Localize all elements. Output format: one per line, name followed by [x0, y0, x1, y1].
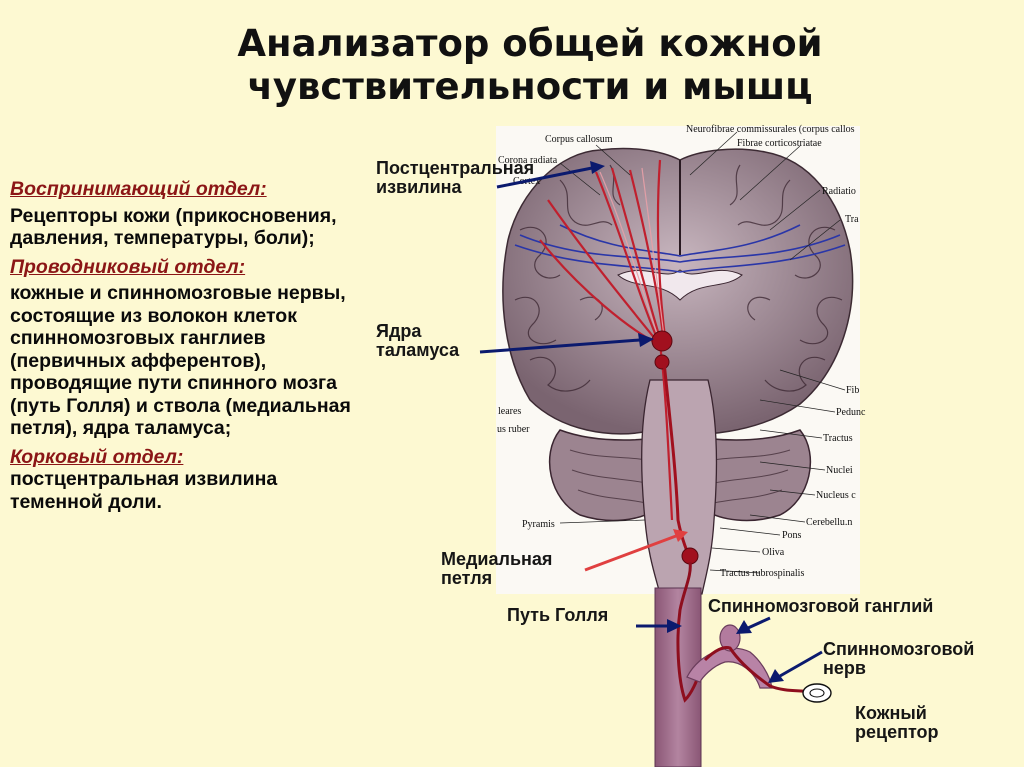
- label-skin-receptor: Кожный рецептор: [855, 703, 939, 742]
- plate-label-pyramis: Pyramis: [522, 519, 555, 530]
- plate-label-cerebellum: Cerebellu.n: [806, 517, 852, 528]
- section-heading-cortical: Корковый отдел:: [10, 445, 184, 468]
- label-spinal-ganglion: Спинномозговой ганглий: [708, 596, 934, 616]
- spinal-nerve-fibre: [703, 646, 813, 694]
- plate-label-pedunc: Pedunc: [836, 407, 866, 418]
- label-goll-pathway: Путь Голля: [507, 605, 609, 625]
- arrow-medial-lemniscus: [584, 529, 688, 572]
- gracile-nucleus: [681, 547, 699, 565]
- plate-label-nuclei: Nuclei: [826, 465, 853, 476]
- section-text-receptive: Рецепторы кожи (прикосновения, давления,…: [10, 204, 337, 250]
- label-thalamus-nuclei: Ядра таламуса: [376, 321, 460, 360]
- section-heading-conductive: Проводниковый отдел:: [10, 255, 246, 278]
- skin-receptor-icon: [802, 683, 832, 703]
- plate-label-nucleus: Nucleus c: [816, 490, 856, 501]
- plate-label-radiatio: Radiatio: [822, 186, 856, 197]
- label-postcentral-gyrus: Постцентральная извилина: [376, 158, 535, 197]
- plate-label-pons: Pons: [782, 530, 802, 541]
- plate-label-fib: Fib: [846, 385, 859, 396]
- arrow-ganglion: [747, 616, 771, 630]
- plate-label-leares: leares: [498, 406, 521, 417]
- section-text-cortical: постцентральная извилина теменной доли.: [10, 468, 278, 513]
- page-title: Анализатор общей кожной чувствительности…: [150, 22, 910, 108]
- gyri-texture: [514, 164, 843, 392]
- callout-arrows: [479, 161, 823, 683]
- description-panel: Воспринимающий отдел: Рецепторы кожи (пр…: [10, 172, 360, 513]
- title-line-1: Анализатор общей кожной: [237, 22, 823, 65]
- title-line-2: чувствительности и мышц: [247, 65, 813, 108]
- plate-leader-lines: [559, 131, 846, 574]
- arrow-postcentral: [496, 166, 593, 189]
- plate-label-rubrospinalis: Tractus rubrospinalis: [720, 568, 804, 579]
- brainstem: [641, 379, 718, 595]
- label-medial-lemniscus: Медиальная петля: [441, 549, 553, 588]
- label-spinal-nerve: Спинномозговой нерв: [823, 639, 975, 678]
- spinal-ganglion: [719, 624, 741, 652]
- commissural-fibres: [514, 224, 846, 273]
- thalamus-nucleus: [651, 330, 673, 352]
- plate-label-oliva: Oliva: [762, 547, 785, 558]
- section-text-conductive: кожные и спинномозговые нервы, состоящие…: [10, 282, 351, 439]
- plate-label-ruber: us ruber: [497, 424, 530, 435]
- plate-label-corona: Corona radiata: [498, 155, 558, 166]
- plate-label-neurofibrae: Neurofibrae commissurales (corpus callos: [686, 124, 855, 135]
- arrow-thalamus: [479, 338, 641, 354]
- arrow-nerve: [779, 650, 823, 678]
- goll-pathway: [676, 561, 707, 703]
- plate-label-tr: Tra: [845, 214, 859, 225]
- section-heading-receptive: Воспринимающий отдел:: [10, 178, 267, 200]
- plate-label-tractus: Tractus: [823, 433, 853, 444]
- plate-label-fibrae: Fibrae corticostriatae: [737, 138, 822, 149]
- plate-label-corpus-callosum: Corpus callosum: [545, 134, 613, 145]
